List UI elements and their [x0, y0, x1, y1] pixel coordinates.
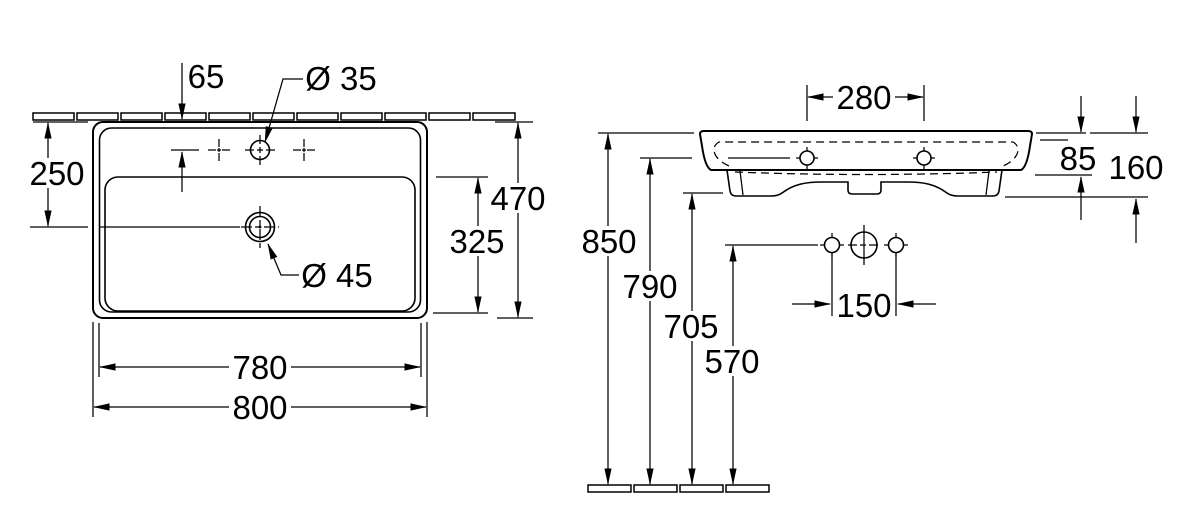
dim-faucet-offset: 65 — [171, 58, 224, 192]
dim-rim-height: 85 — [1035, 96, 1096, 220]
mounting-hole-left — [796, 147, 818, 169]
wall-holes — [725, 225, 908, 265]
dim-bowl-depth: 325 — [433, 176, 508, 314]
dim-label-dia35: Ø 35 — [305, 60, 377, 97]
dim-wall-hole-height: 570 — [701, 245, 763, 485]
basin-outline-side — [698, 130, 1034, 197]
dim-hole-height: 790 — [619, 157, 692, 485]
dim-label-780: 780 — [232, 349, 287, 386]
dim-label-570: 570 — [704, 343, 759, 380]
dim-label-280: 280 — [836, 79, 891, 116]
floor-line — [587, 484, 770, 493]
dim-label-dia45: Ø 45 — [301, 257, 373, 294]
basin-underside — [726, 169, 1003, 197]
dim-top-height: 850 — [578, 132, 694, 485]
dim-label-800: 800 — [232, 389, 287, 426]
drain-hole — [100, 206, 279, 248]
dim-label-790: 790 — [622, 268, 677, 305]
wall-hole-large — [848, 225, 880, 265]
faucet-cross-right — [293, 139, 315, 161]
plan-view: 65 Ø 35 Ø 45 250 470 — [26, 58, 549, 426]
dim-body-height: 160 — [1005, 96, 1164, 243]
dim-label-150: 150 — [836, 287, 891, 324]
wall-line — [32, 112, 516, 121]
dim-label-325: 325 — [449, 223, 504, 260]
dim-underside-height: 705 — [661, 192, 723, 485]
dim-inner-width: 780 — [98, 323, 422, 386]
faucet-holes — [208, 135, 315, 165]
label-drain-diameter: Ø 45 — [267, 243, 373, 294]
faucet-cross-left — [208, 139, 230, 161]
dim-wall-hole-spacing: 150 — [792, 253, 936, 324]
dim-label-65: 65 — [188, 58, 225, 95]
faucet-hole-center — [245, 135, 275, 165]
dim-drain-offset: 250 — [26, 121, 88, 228]
dim-label-160: 160 — [1108, 149, 1163, 186]
label-faucet-diameter: Ø 35 — [264, 60, 377, 143]
dim-label-250: 250 — [29, 155, 84, 192]
basin-outline-plan — [92, 121, 428, 319]
dim-label-850: 850 — [581, 223, 636, 260]
mounting-hole-right — [913, 147, 935, 169]
dim-overall-width: 800 — [92, 322, 428, 426]
dim-depth: 470 — [487, 121, 549, 319]
dim-label-705: 705 — [663, 308, 718, 345]
dim-hole-spacing: 280 — [806, 79, 925, 121]
side-view: 280 85 160 850 — [578, 79, 1164, 493]
dim-label-85: 85 — [1060, 140, 1097, 177]
dim-label-470: 470 — [490, 180, 545, 217]
